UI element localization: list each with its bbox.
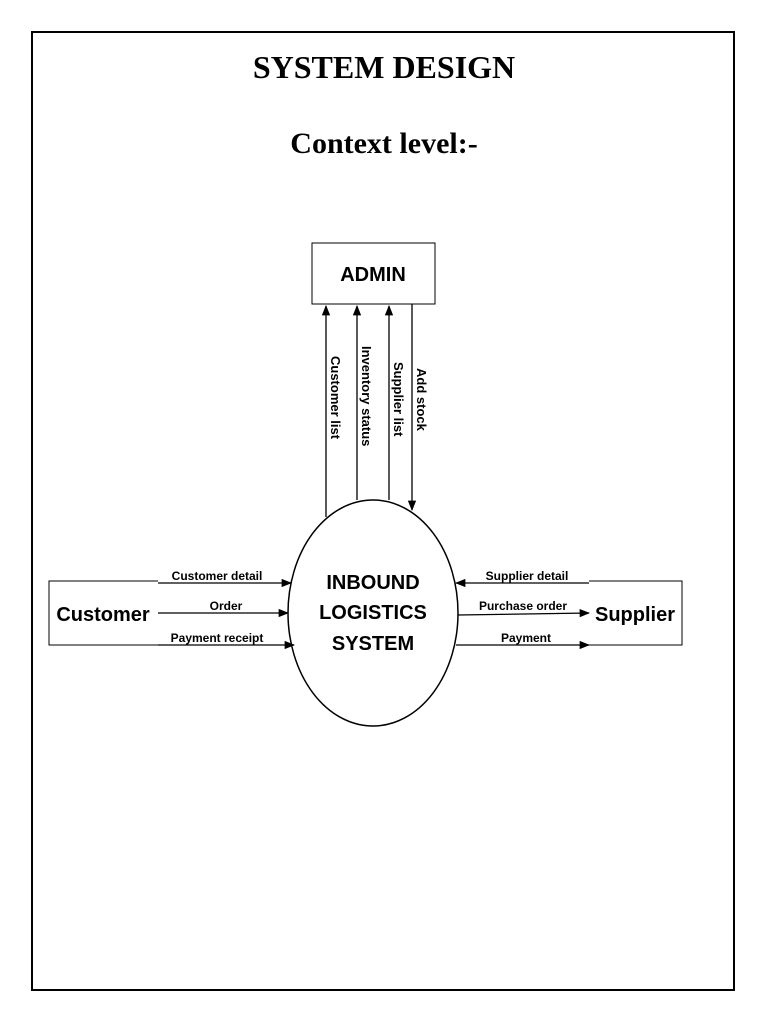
- process-label-line1: INBOUND: [326, 572, 419, 594]
- process-label-line3: SYSTEM: [332, 633, 414, 655]
- entity-customer: Customer: [48, 580, 158, 646]
- flow-supplier-list: Supplier list: [384, 304, 406, 500]
- page-title: SYSTEM DESIGN: [252, 49, 516, 85]
- flow-order-label: Order: [210, 599, 243, 613]
- entity-admin: ADMIN: [311, 242, 436, 305]
- flow-customer-detail: Customer detail: [158, 569, 293, 588]
- flow-purchase-order-label: Purchase order: [479, 599, 567, 613]
- flow-add-stock: Add stock: [407, 304, 429, 512]
- flow-inventory-status-label: Inventory status: [359, 346, 374, 446]
- process-label-line2: LOGISTICS: [319, 602, 427, 624]
- flow-payment-receipt: Payment receipt: [158, 631, 296, 650]
- page-border: [31, 31, 735, 991]
- process-inbound-logistics: INBOUND LOGISTICS SYSTEM: [287, 499, 459, 727]
- flow-add-stock-label: Add stock: [414, 368, 429, 432]
- flow-inventory-status: Inventory status: [352, 304, 374, 500]
- flow-supplier-detail: Supplier detail: [454, 569, 589, 588]
- flow-supplier-detail-label: Supplier detail: [486, 569, 569, 583]
- flow-supplier-list-label: Supplier list: [391, 362, 406, 437]
- entity-supplier: Supplier: [589, 580, 683, 646]
- flow-customer-list: Customer list: [321, 304, 343, 517]
- entity-customer-label: Customer: [56, 604, 150, 626]
- page-subtitle: Context level:-: [290, 127, 478, 160]
- flow-payment-receipt-label: Payment receipt: [171, 631, 264, 645]
- entity-admin-label: ADMIN: [340, 264, 406, 286]
- flow-order: Order: [158, 599, 290, 618]
- flow-payment: Payment: [456, 631, 591, 650]
- flow-customer-detail-label: Customer detail: [172, 569, 263, 583]
- flow-payment-label: Payment: [501, 631, 551, 645]
- flow-customer-list-label: Customer list: [328, 356, 343, 440]
- entity-supplier-label: Supplier: [595, 604, 675, 626]
- flow-purchase-order: Purchase order: [457, 599, 591, 618]
